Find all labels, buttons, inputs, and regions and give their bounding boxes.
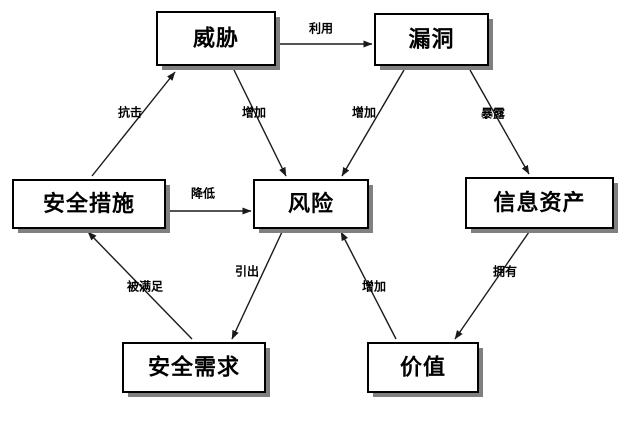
node-label-vulnerability: 漏洞 <box>408 27 454 53</box>
edge-line-risk-derives-requirement <box>231 231 283 340</box>
node-threat[interactable]: 威胁 <box>156 11 280 70</box>
node-box-risk <box>253 179 369 229</box>
node-box-safeguard <box>12 179 166 229</box>
edge-vulnerability-exposes-asset <box>469 69 530 175</box>
node-label-safeguard: 安全措施 <box>43 191 135 217</box>
edge-requirement-satisfied-by-safeguard <box>87 231 193 340</box>
edge-label-threat-exploits-vulnerability: 利用 <box>309 21 333 36</box>
node-box-value <box>367 342 479 393</box>
edge-line-value-increases-risk <box>340 231 397 340</box>
node-label-risk: 风险 <box>288 191 334 217</box>
node-requirement[interactable]: 安全需求 <box>122 342 270 397</box>
edge-label-threat-increases-risk: 增加 <box>242 105 266 120</box>
edge-line-vulnerability-increases-risk <box>341 69 405 177</box>
node-label-asset: 信息资产 <box>493 190 585 216</box>
edge-safeguard-counters-threat <box>91 71 176 177</box>
node-value[interactable]: 价值 <box>367 342 483 397</box>
edge-line-vulnerability-exposes-asset <box>469 69 530 175</box>
edge-label-value-increases-risk: 增加 <box>362 279 386 294</box>
edge-vulnerability-increases-risk <box>341 69 405 177</box>
edge-label-vulnerability-exposes-asset: 暴露 <box>480 107 506 121</box>
node-label-threat: 威胁 <box>193 26 239 52</box>
edge-line-asset-has-value <box>454 231 530 340</box>
edge-label-requirement-satisfied-by-safeguard: 被满足 <box>127 279 163 294</box>
edge-label-vulnerability-increases-risk: 增加 <box>352 105 376 120</box>
node-asset[interactable]: 信息资产 <box>465 177 618 233</box>
edge-label-risk-derives-requirement: 引出 <box>235 264 259 279</box>
node-box-requirement <box>122 342 266 393</box>
edge-threat-increases-risk <box>233 69 287 177</box>
edge-risk-derives-requirement <box>231 231 283 340</box>
edge-label-asset-has-value: 拥有 <box>493 264 517 279</box>
edge-label-safeguard-reduces-risk: 降低 <box>191 186 215 201</box>
node-box-asset <box>465 177 614 229</box>
edge-line-requirement-satisfied-by-safeguard <box>87 231 193 340</box>
edges-layer <box>87 40 530 340</box>
edge-asset-has-value <box>454 231 530 340</box>
edge-line-safeguard-counters-threat <box>91 71 176 177</box>
node-box-threat <box>156 11 276 66</box>
node-box-vulnerability <box>374 13 489 66</box>
node-vulnerability[interactable]: 漏洞 <box>374 13 493 70</box>
edge-labels-layer: 利用抗击增加增加暴露降低被满足引出增加拥有 <box>118 21 517 294</box>
node-safeguard[interactable]: 安全措施 <box>12 179 170 233</box>
edge-value-increases-risk <box>340 231 397 340</box>
node-risk[interactable]: 风险 <box>253 179 373 233</box>
edge-label-safeguard-counters-threat: 抗击 <box>118 105 142 120</box>
edge-line-threat-increases-risk <box>233 69 287 177</box>
node-label-requirement: 安全需求 <box>148 355 240 381</box>
node-label-value: 价值 <box>400 355 446 381</box>
